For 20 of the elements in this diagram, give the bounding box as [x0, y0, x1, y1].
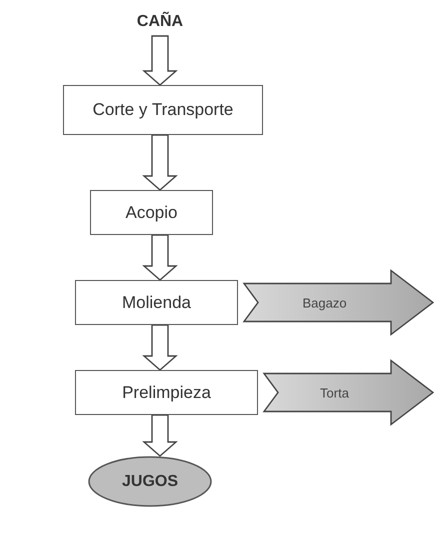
arrow: [142, 134, 178, 191]
arrow: [242, 269, 434, 336]
process-box: [90, 190, 213, 235]
edge-label: Torta: [320, 385, 349, 400]
start-label: CAÑA: [136, 13, 184, 31]
arrow: [142, 35, 178, 86]
process-box: [63, 85, 263, 135]
arrow: [262, 359, 434, 426]
arrow: [142, 324, 178, 371]
node-label: Prelimpieza: [122, 382, 211, 402]
node-label: Acopio: [126, 202, 178, 222]
node-label: Molienda: [122, 292, 191, 312]
arrow: [142, 234, 178, 281]
node-label: Corte y Transporte: [92, 100, 234, 120]
edge-label: Bagazo: [302, 295, 347, 310]
node-label: JUGOS: [122, 472, 178, 490]
arrow: [142, 414, 178, 457]
process-box: [75, 370, 258, 415]
process-box: [75, 280, 238, 325]
output-ellipse: [88, 456, 212, 507]
